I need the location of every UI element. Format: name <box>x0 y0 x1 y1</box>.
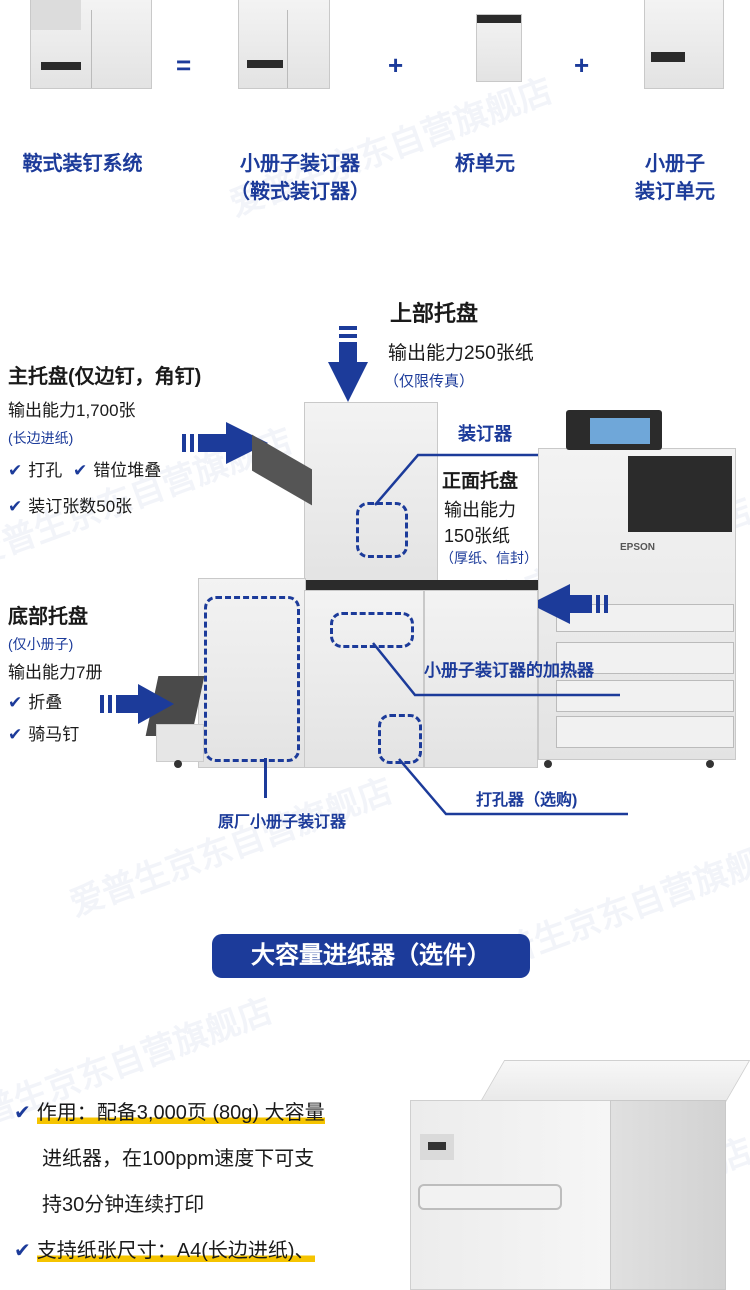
checkmark-icon: ✔ <box>8 725 23 744</box>
puncher-leader-line <box>398 758 628 816</box>
heater-highlight <box>330 612 414 648</box>
printer-control-panel <box>566 410 662 450</box>
wheel <box>706 760 714 768</box>
top-label-saddle-system: 鞍式装钉系统 <box>22 153 143 175</box>
arrow-bar <box>570 595 592 613</box>
feature-item-line: 持30分钟连续打印 <box>42 1194 205 1216</box>
upper-tray-capacity: 输出能力250张纸 <box>388 343 534 364</box>
booklet-maker-unit <box>198 578 306 768</box>
main-tray-capacity: 输出能力1,700张 <box>8 401 136 420</box>
front-tray-capacity-line2: 150张纸 <box>444 526 511 546</box>
puncher-highlight <box>378 714 422 764</box>
arrow-bar <box>198 434 226 452</box>
bottom-tray-title: 底部托盘 <box>8 606 88 628</box>
arrow-bar <box>116 695 138 713</box>
feature-item-line: 进纸器，在100ppm速度下可支 <box>42 1148 315 1170</box>
main-tray-title: 主托盘(仅边钉，角钉) <box>8 366 202 388</box>
booklet-tray-base <box>156 724 204 762</box>
top-label-booklet-unit: 小册子 装订单元 <box>635 153 715 203</box>
arrow-down-icon <box>328 362 368 402</box>
bridge-unit-image <box>476 14 522 82</box>
puncher-label: 打孔器（选购) <box>476 792 578 809</box>
main-tray-feature: ✔打孔 ✔错位堆叠 <box>8 461 162 480</box>
front-tray-note: （厚纸、信封） <box>440 550 538 566</box>
bottom-tray-feature: ✔骑马钉 <box>8 725 80 744</box>
stapler-highlight <box>356 502 408 558</box>
bottom-tray-capacity: 输出能力7册 <box>8 663 103 682</box>
plus-operator: + <box>388 50 404 80</box>
arrow-bar <box>100 695 104 713</box>
feature-item: ✔作用：配备3,000页 (80g) 大容量 <box>14 1098 394 1128</box>
top-label-bridge-unit: 桥单元 <box>455 153 515 175</box>
booklet-maker-label: 原厂小册子装订器 <box>218 814 347 831</box>
heater-label: 小册子装订器的加热器 <box>424 661 594 680</box>
checkmark-icon: ✔ <box>14 1102 31 1124</box>
checkmark-icon: ✔ <box>72 461 88 480</box>
arrow-bar <box>182 434 186 452</box>
main-tray-feature: ✔装订张数50张 <box>8 497 133 516</box>
large-capacity-feeder-image <box>410 1060 750 1290</box>
paper-drawer <box>556 716 734 748</box>
arrow-bar <box>108 695 112 713</box>
checkmark-icon: ✔ <box>8 693 23 712</box>
printer-output-slot <box>628 456 732 532</box>
checkmark-icon: ✔ <box>8 497 23 516</box>
saddle-system-image <box>30 0 152 89</box>
main-tray-plate <box>252 434 312 506</box>
heater-section <box>424 590 538 768</box>
checkmark-icon: ✔ <box>8 461 23 480</box>
equals-operator: = <box>176 50 192 80</box>
finisher-band <box>304 580 540 592</box>
section-title: 大容量进纸器（选件） <box>212 934 530 978</box>
top-label-booklet-maker: 小册子装订器 （鞍式装订器） <box>230 153 370 203</box>
arrow-bar <box>604 595 608 613</box>
stapler-label: 装订器 <box>458 424 512 444</box>
arrow-bar <box>339 334 357 338</box>
upper-tray-note: （仅限传真） <box>384 373 475 390</box>
arrow-bar <box>339 342 357 362</box>
feature-item: ✔支持纸张尺寸：A4(长边进纸)、 <box>14 1236 394 1266</box>
front-tray-title: 正面托盘 <box>442 471 519 492</box>
upper-tray-title: 上部托盘 <box>390 301 479 326</box>
arrow-right-icon <box>138 684 174 724</box>
paper-drawer <box>556 642 734 674</box>
arrow-bar <box>339 326 357 330</box>
printer-brand: EPSON <box>620 542 656 553</box>
arrow-bar <box>190 434 194 452</box>
front-tray-capacity-line1: 输出能力 <box>444 500 516 520</box>
wheel <box>174 760 182 768</box>
bottom-tray-feature: ✔折叠 <box>8 693 63 712</box>
watermark: 爱普生京东自营旗舰店 <box>64 771 398 924</box>
arrow-bar <box>596 595 600 613</box>
checkmark-icon: ✔ <box>14 1240 31 1262</box>
main-tray-note: (长边进纸) <box>8 430 74 446</box>
booklet-unit-image <box>644 0 724 89</box>
booklet-maker-leader-line <box>264 758 267 798</box>
wheel <box>544 760 552 768</box>
plus-operator: + <box>574 50 590 80</box>
stapler-leader-line <box>374 453 585 506</box>
heater-leader-line <box>372 642 620 697</box>
booklet-maker-image <box>238 0 330 89</box>
bottom-tray-note: (仅小册子) <box>8 636 74 652</box>
booklet-maker-highlight <box>204 596 300 762</box>
